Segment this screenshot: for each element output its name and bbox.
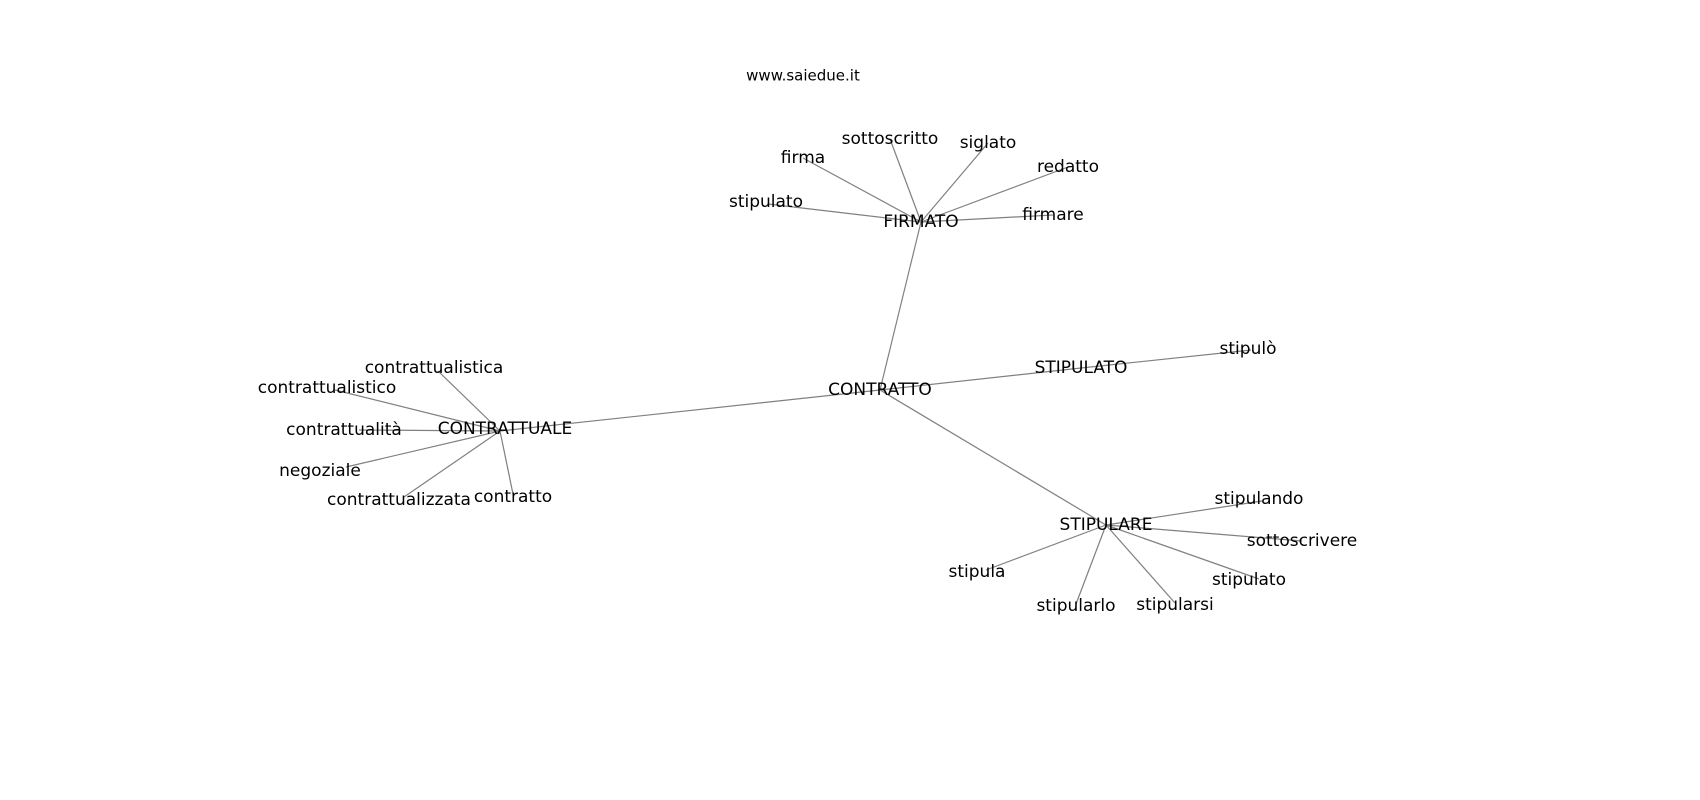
node-label-contratto_hub: CONTRATTO xyxy=(828,380,932,400)
edge-firmato-firmare xyxy=(920,214,1054,223)
edge-stipulare-stipularlo xyxy=(1075,524,1107,605)
node-label-contrattualistico: contrattualistico xyxy=(258,378,397,398)
node-label-contratto: contratto xyxy=(474,487,552,507)
node-label-stipula: stipula xyxy=(949,562,1006,582)
watermark-title: www.saiedue.it xyxy=(746,67,860,85)
node-label-firmare: firmare xyxy=(1022,205,1083,225)
edge-stipulato_hub-stipulo xyxy=(1080,349,1252,369)
edge-stipulare-stipulando xyxy=(1105,500,1263,526)
node-label-stipulato_f: stipulato xyxy=(729,192,803,212)
node-label-stipulare: STIPULARE xyxy=(1060,515,1153,535)
edge-contrattuale-contratto xyxy=(499,430,514,495)
node-label-stipularlo: stipularlo xyxy=(1036,596,1115,616)
edge-firmato-redatto xyxy=(920,166,1069,223)
edge-contratto_hub-stipulato_hub xyxy=(879,367,1082,391)
edges xyxy=(334,138,1303,605)
node-label-stipularsi: stipularsi xyxy=(1136,595,1214,615)
edge-firmato-siglato xyxy=(920,142,989,223)
node-label-sottoscrivere: sottoscrivere xyxy=(1247,531,1358,551)
node-label-contrattualistica: contrattualistica xyxy=(365,358,504,378)
edge-firmato-sottoscritto xyxy=(889,138,922,223)
node-label-contrattuale: CONTRATTUALE xyxy=(438,419,573,439)
edge-firmato-stipulato_f xyxy=(767,203,922,223)
node-label-firmato: FIRMATO xyxy=(883,212,958,232)
node-label-sottoscritto: sottoscritto xyxy=(842,129,939,149)
node-label-redatto: redatto xyxy=(1037,157,1099,177)
node-label-siglato: siglato xyxy=(960,133,1017,153)
edge-contrattuale-contrattualizzata xyxy=(403,430,501,498)
edge-stipulare-stipulato_s xyxy=(1105,524,1260,580)
edge-contratto_hub-contrattuale xyxy=(499,389,881,432)
node-label-stipulato_s: stipulato xyxy=(1212,570,1286,590)
node-label-stipulo: stipulò xyxy=(1220,339,1277,359)
edge-contrattuale-contrattualita xyxy=(358,429,501,432)
edge-firmato-firma xyxy=(802,157,922,223)
node-label-stipulato_hub: STIPULATO xyxy=(1035,358,1128,378)
edge-stipulare-stipula xyxy=(985,524,1107,571)
node-label-negoziale: negoziale xyxy=(279,461,361,481)
edge-contratto_hub-stipulare xyxy=(879,389,1107,526)
node-label-firma: firma xyxy=(781,148,825,168)
edge-contrattuale-contrattualistico xyxy=(334,389,501,432)
node-label-stipulando: stipulando xyxy=(1215,489,1304,509)
edge-contrattuale-contrattualistica xyxy=(437,370,501,432)
node-label-contrattualita: contrattualità xyxy=(286,420,402,440)
node-label-contrattualizzata: contrattualizzata xyxy=(327,490,471,510)
edge-contratto_hub-firmato xyxy=(879,221,922,391)
edge-contrattuale-negoziale xyxy=(345,430,501,468)
edge-stipulare-sottoscrivere xyxy=(1105,524,1303,542)
nodes: CONTRATTO FIRMATO STIPULATO CONTRATTUALE STI… xyxy=(258,129,1358,616)
edge-stipulare-stipularsi xyxy=(1105,524,1176,604)
